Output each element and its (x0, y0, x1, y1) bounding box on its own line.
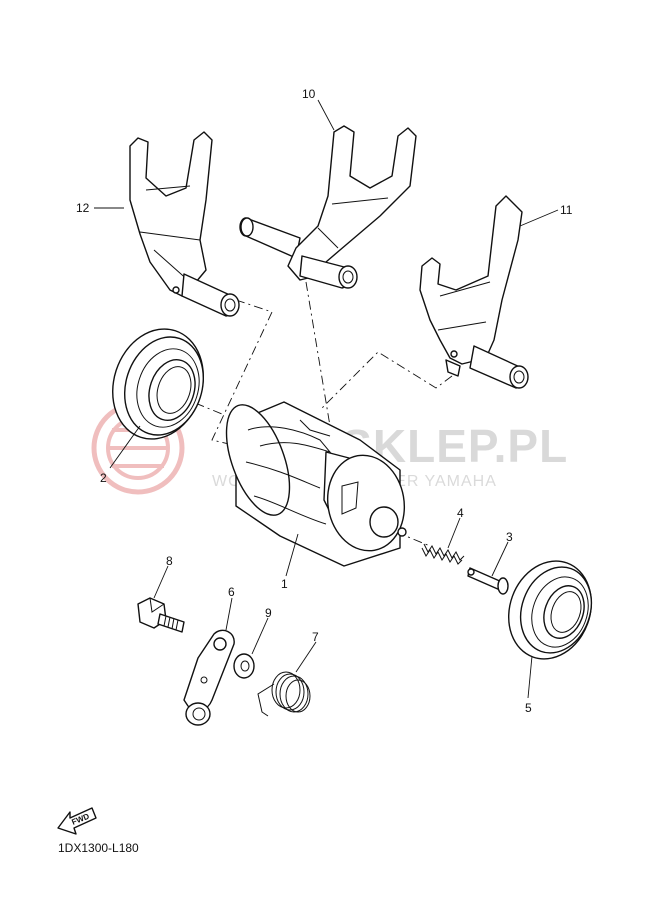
callout-1: 1 (281, 577, 288, 591)
callout-2: 2 (100, 471, 107, 485)
pin-3[interactable] (467, 567, 509, 595)
callout-12: 11 (560, 203, 573, 217)
callout-5: 5 (525, 701, 532, 715)
shift-fork-10[interactable] (239, 125, 417, 289)
leader-lines (94, 99, 559, 699)
callout-3: 3 (506, 530, 513, 544)
bolt-8[interactable] (137, 597, 185, 633)
shift-fork-12[interactable] (419, 195, 529, 389)
shift-fork-11[interactable] (129, 131, 240, 317)
callout-6: 6 (228, 585, 235, 599)
bearing-5[interactable] (495, 549, 604, 670)
callout-9: 9 (265, 606, 272, 620)
callouts: 12 10 11 2 1 4 3 5 6 8 9 7 (76, 87, 573, 715)
fwd-arrow-icon: FWD (57, 807, 97, 835)
bearing-2[interactable] (99, 317, 217, 451)
callout-10: 10 (302, 87, 316, 101)
torsion-spring-7[interactable] (257, 671, 311, 717)
spring-4[interactable] (421, 543, 465, 565)
callout-7: 7 (312, 630, 319, 644)
washer-9[interactable] (233, 653, 255, 679)
shift-cam-1[interactable] (214, 397, 412, 567)
stopper-lever-6[interactable] (183, 629, 235, 726)
callout-4: 4 (457, 506, 464, 520)
diagram-code: 1DX1300-L180 (58, 841, 139, 855)
callout-8: 8 (166, 554, 173, 568)
callout-11: 12 (76, 201, 90, 215)
